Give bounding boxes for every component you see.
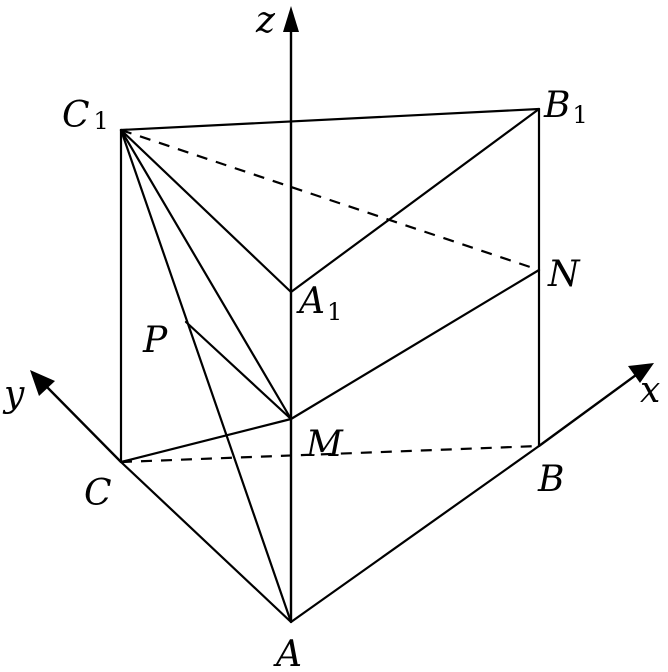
label-A: A bbox=[273, 634, 302, 672]
label-P: P bbox=[142, 320, 168, 361]
z-axis-arrow-icon bbox=[283, 6, 299, 32]
segment-C1-M bbox=[119, 128, 293, 421]
edge-C1-A1 bbox=[119, 128, 293, 294]
y-axis-arrow-icon bbox=[30, 370, 55, 396]
label-B1: B1 bbox=[543, 85, 588, 129]
hidden-edges bbox=[120, 128, 540, 464]
dashed-C1-N bbox=[120, 128, 540, 272]
x-axis bbox=[538, 374, 637, 447]
axes bbox=[30, 6, 654, 622]
label-B: B bbox=[537, 459, 564, 500]
segment-M-N bbox=[289, 268, 541, 421]
segment-C-M bbox=[119, 417, 293, 464]
label-M: M bbox=[305, 424, 344, 465]
label-A1: A1 bbox=[296, 281, 342, 326]
edge-A-B bbox=[289, 444, 541, 624]
dashed-C-B bbox=[120, 444, 540, 464]
label-x: x bbox=[640, 370, 660, 411]
edge-C1-B1 bbox=[119, 107, 541, 132]
label-y: y bbox=[2, 374, 25, 415]
edge-A1-B1 bbox=[289, 107, 541, 294]
label-z: z bbox=[255, 0, 276, 41]
segment-C1-A bbox=[119, 128, 293, 624]
x-axis-arrow-icon bbox=[628, 363, 654, 383]
segment-P-M bbox=[184, 320, 293, 421]
y-axis bbox=[43, 383, 122, 463]
label-N: N bbox=[547, 254, 581, 295]
edge-C-A bbox=[119, 460, 293, 624]
label-C: C bbox=[84, 473, 112, 514]
visible-edges bbox=[119, 107, 541, 624]
